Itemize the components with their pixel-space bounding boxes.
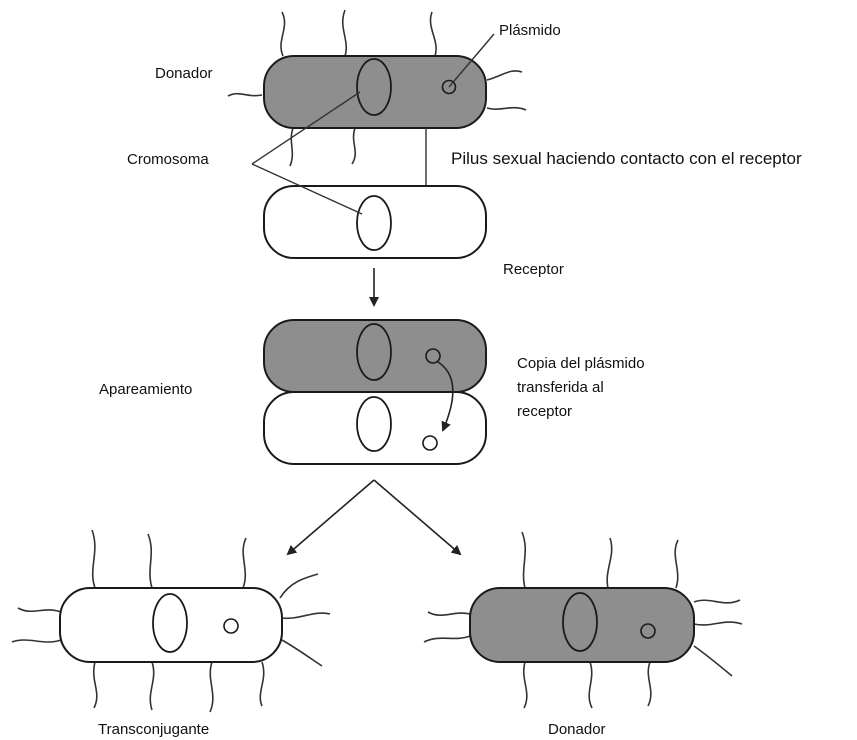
donor-cell-bottom: [424, 532, 742, 708]
flagellum: [607, 538, 612, 588]
flagellum: [282, 613, 330, 618]
flagellum: [424, 636, 470, 642]
label-plasmid-copy-1: Copia del plásmido: [517, 355, 645, 372]
split-arrow-right: [374, 480, 460, 554]
transconjugant-cell: [12, 530, 330, 712]
flagellum: [210, 662, 213, 712]
split-arrow-left: [288, 480, 374, 554]
flagellum: [694, 622, 742, 625]
label-sex-pilus: Pilus sexual haciendo contacto con el re…: [451, 149, 802, 168]
flagellum: [290, 128, 293, 166]
flagellum: [280, 574, 318, 598]
label-receptor: Receptor: [503, 261, 564, 278]
flagellum: [228, 94, 262, 96]
mating-donor-body: [264, 320, 486, 392]
label-plasmid: Plásmido: [499, 22, 561, 39]
flagellum: [675, 540, 678, 588]
flagellum: [352, 128, 355, 164]
flagellum: [260, 662, 263, 706]
flagellum: [428, 612, 470, 615]
flagellum: [648, 662, 651, 706]
transconjugant-cell-body: [60, 588, 282, 662]
label-plasmid-copy-2: transferida al: [517, 379, 604, 396]
flagellum: [430, 12, 436, 56]
label-mating: Apareamiento: [99, 381, 192, 398]
flagellum: [589, 662, 592, 708]
label-transconjugant: Transconjugante: [98, 721, 209, 738]
flagellum: [694, 646, 732, 676]
flagellum: [694, 600, 740, 603]
label-donor-top: Donador: [155, 65, 213, 82]
flagellum: [150, 662, 153, 710]
receptor-cell: [264, 186, 486, 258]
flagellum: [524, 662, 527, 708]
donor-cell-top: [228, 10, 526, 166]
flagellum: [487, 71, 522, 80]
flagellum: [92, 530, 95, 588]
label-donor-bottom: Donador: [548, 721, 606, 738]
mating-receptor-body: [264, 392, 486, 464]
label-chromosome: Cromosoma: [127, 151, 209, 168]
flagellum: [94, 662, 97, 708]
flagellum: [12, 640, 61, 642]
flagellum: [282, 640, 322, 666]
flagellum: [243, 538, 246, 588]
mating-pair: [264, 320, 486, 464]
label-plasmid-copy-3: receptor: [517, 403, 572, 420]
flagellum: [148, 534, 152, 588]
flagellum: [522, 532, 525, 588]
flagellum: [487, 108, 526, 110]
flagellum: [343, 10, 347, 56]
flagellum: [281, 12, 285, 56]
flagellum: [18, 608, 61, 612]
